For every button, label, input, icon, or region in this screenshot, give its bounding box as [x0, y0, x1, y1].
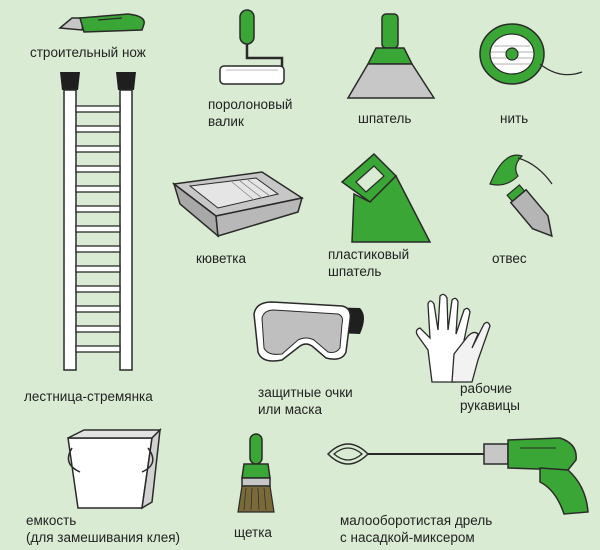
ladder-rung — [75, 125, 121, 133]
label-roller: поролоновый валик — [208, 97, 293, 129]
step-ladder-icon — [58, 72, 138, 372]
label-bucket: емкость (для замешивания клея) — [26, 513, 181, 545]
mixer-drill-icon — [324, 430, 594, 520]
ladder-rung — [75, 245, 121, 253]
ladder-rung — [75, 185, 121, 193]
label-spatula: шпатель — [358, 111, 412, 126]
ladder-rung — [75, 305, 121, 313]
label-knife: строительный нож — [30, 45, 146, 60]
ladder-rung — [75, 325, 121, 333]
label-thread: нить — [500, 111, 529, 126]
label-drill: малооборотистая дрель с насадкой-миксеро… — [340, 513, 493, 545]
plumb-bob-icon — [478, 144, 578, 244]
work-gloves-icon — [412, 290, 492, 386]
label-plastic-spatula: пластиковый шпатель — [328, 247, 410, 279]
ladder-rung — [75, 105, 121, 113]
label-ladder: лестница-стремянка — [24, 389, 153, 404]
utility-knife-icon — [58, 10, 148, 38]
ladder-rung — [75, 145, 121, 153]
label-goggles: защитные очки или маска — [258, 385, 353, 417]
ladder-rung — [75, 265, 121, 273]
ladder-rung — [75, 205, 121, 213]
bucket-icon — [64, 427, 164, 512]
ladder-rung — [75, 285, 121, 293]
ladder-rung — [75, 225, 121, 233]
safety-goggles-icon — [250, 296, 368, 366]
plastic-spatula-icon — [334, 152, 434, 244]
foam-roller-icon — [218, 8, 288, 88]
ladder-rung — [75, 345, 121, 353]
label-plumb: отвес — [492, 251, 527, 266]
label-gloves: рабочие рукавицы — [460, 381, 520, 413]
label-tray: кюветка — [196, 251, 247, 266]
paint-tray-icon — [172, 170, 304, 240]
spatula-icon — [346, 12, 436, 100]
thread-spool-icon — [476, 20, 586, 90]
brush-icon — [234, 432, 278, 516]
ladder-rung — [75, 165, 121, 173]
label-brush: щетка — [234, 525, 272, 540]
